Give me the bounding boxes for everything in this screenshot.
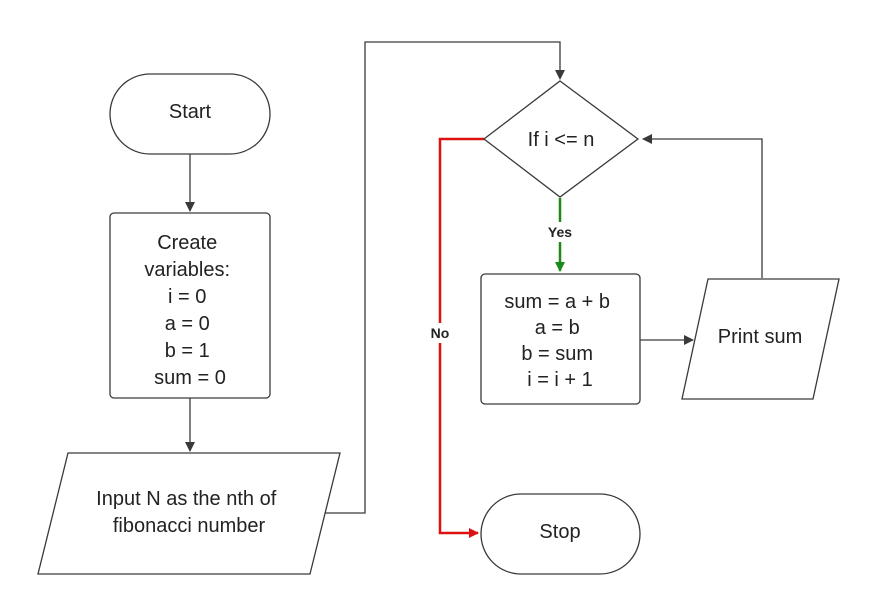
print-node: Print sum xyxy=(681,278,840,400)
decision-label: If i <= n xyxy=(528,129,595,151)
create-line: sum = 0 xyxy=(154,367,226,389)
process-line: i = i + 1 xyxy=(527,369,593,391)
edge-input-to-decision xyxy=(325,41,565,514)
stop-label: Stop xyxy=(539,521,580,543)
process-line: a = b xyxy=(535,317,580,339)
input-line: fibonacci number xyxy=(113,515,266,537)
create-line: Create xyxy=(157,232,217,254)
input-node: Input N as the nth of fibonacci number xyxy=(37,452,341,575)
yes-label: Yes xyxy=(548,224,572,240)
start-node: Start xyxy=(109,73,271,155)
yes-label-bg xyxy=(542,222,578,242)
start-label: Start xyxy=(169,101,212,123)
create-line: b = 1 xyxy=(165,340,210,362)
decision-node: If i <= n xyxy=(482,80,640,198)
edge-print-to-decision xyxy=(642,134,763,278)
stop-node: Stop xyxy=(480,493,641,575)
no-label: No xyxy=(431,325,450,341)
process-text: sum = a + b a = b b = sum i = i + 1 xyxy=(504,291,615,391)
print-label: Print sum xyxy=(718,326,802,348)
create-variables-node: Create variables: i = 0 a = 0 b = 1 sum … xyxy=(109,212,271,399)
no-label-bg xyxy=(425,323,455,343)
create-line: i = 0 xyxy=(168,286,206,308)
create-variables-text: Create variables: i = 0 a = 0 b = 1 sum … xyxy=(144,232,235,389)
input-line: Input N as the nth of xyxy=(96,488,277,510)
create-line: a = 0 xyxy=(165,313,210,335)
process-line: sum = a + b xyxy=(504,291,610,313)
process-node: sum = a + b a = b b = sum i = i + 1 xyxy=(480,273,641,405)
create-line: variables: xyxy=(144,259,230,281)
input-text: Input N as the nth of fibonacci number xyxy=(96,488,282,537)
process-line: b = sum xyxy=(521,343,593,365)
